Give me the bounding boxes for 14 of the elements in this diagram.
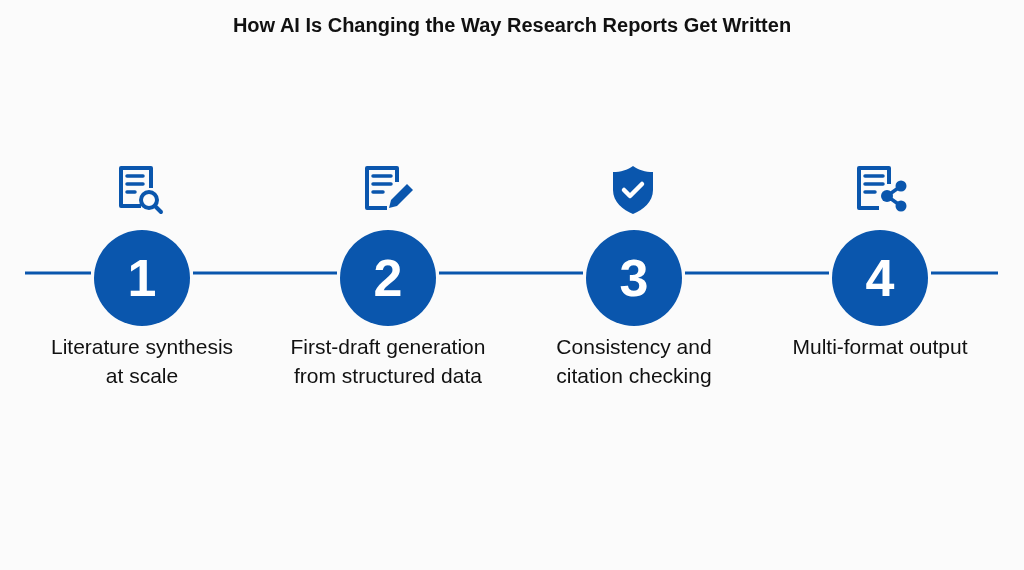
step-number: 2 [373,248,403,308]
step-description: Literature synthesis at scale [49,334,235,389]
timeline-line [25,271,91,275]
step-number: 1 [127,248,157,308]
timeline-line [931,271,998,275]
timeline-line [439,271,583,275]
title: How AI Is Changing the Way Research Reports Get Written [231,14,793,37]
step-description: First-draft generation from structured data [289,334,487,389]
step-number: 4 [865,248,895,308]
timeline-line [685,271,829,275]
step-number: 3 [619,248,649,308]
step-description: Multi-format output [791,334,969,360]
step-description: Consistency and citation checking [555,334,713,389]
timeline-line [193,271,337,275]
